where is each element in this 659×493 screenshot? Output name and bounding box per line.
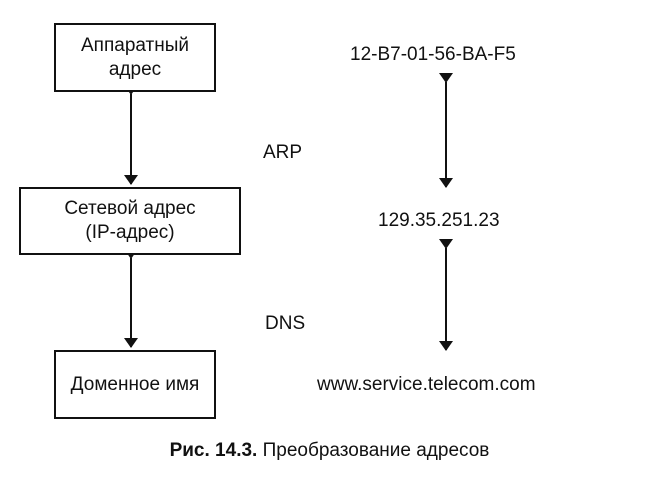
network-address-box: Сетевой адрес (IP-адрес) <box>19 187 241 255</box>
ip-address-value: 129.35.251.23 <box>378 210 500 231</box>
dns-protocol-label: DNS <box>265 313 306 334</box>
hardware-address-box: Аппаратный адрес <box>54 23 216 92</box>
hardware-address-line1: Аппаратный <box>81 34 189 56</box>
arp-protocol-label: ARP <box>263 142 303 163</box>
network-address-line1: Сетевой адрес <box>64 198 196 219</box>
figure-number: Рис. 14.3. <box>169 440 258 461</box>
network-address-line2: (IP-адрес) <box>85 222 175 243</box>
mac-address-value: 12-B7-01-56-BA-F5 <box>350 44 516 65</box>
domain-name-box: Доменное имя <box>54 350 216 419</box>
figure-caption: Рис. 14.3. Преобразование адресов <box>0 440 659 462</box>
hardware-address-line2: адрес <box>108 58 162 80</box>
figure-caption-text: Преобразование адресов <box>257 440 490 461</box>
domain-name-value: www.service.telecom.com <box>317 374 536 395</box>
domain-name-label: Доменное имя <box>70 373 200 395</box>
